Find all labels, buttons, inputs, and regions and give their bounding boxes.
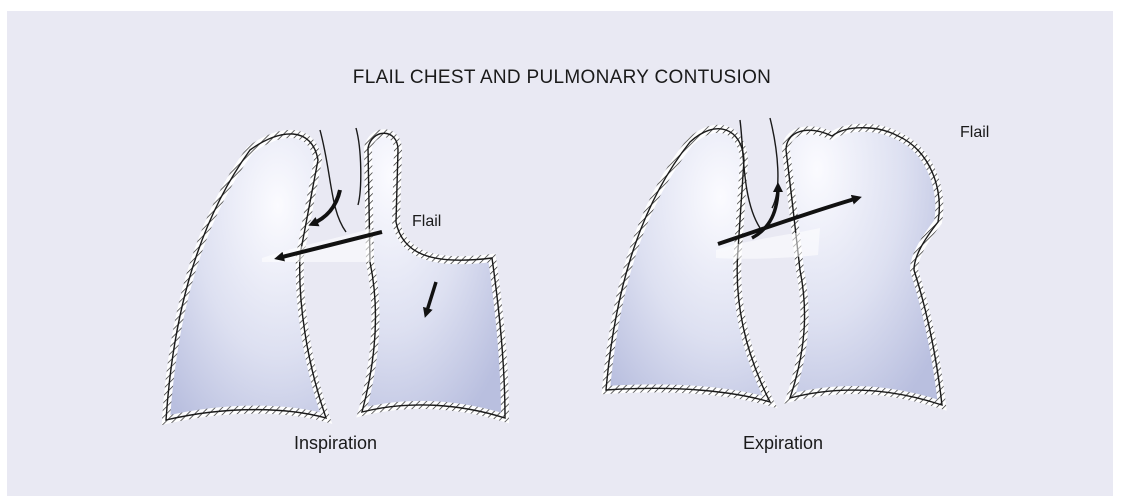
- expiration-right-lung: [786, 128, 942, 405]
- inspiration-diagram: [166, 128, 505, 420]
- expiration-flail-label: Flail: [960, 124, 989, 142]
- expiration-caption: Expiration: [743, 433, 823, 454]
- inspiration-right-lung: [362, 133, 505, 418]
- inspiration-caption: Inspiration: [294, 433, 377, 454]
- expiration-diagram: [606, 118, 942, 405]
- figure-title: FLAIL CHEST AND PULMONARY CONTUSION: [0, 67, 1124, 89]
- inspiration-flail-label: Flail: [412, 213, 441, 231]
